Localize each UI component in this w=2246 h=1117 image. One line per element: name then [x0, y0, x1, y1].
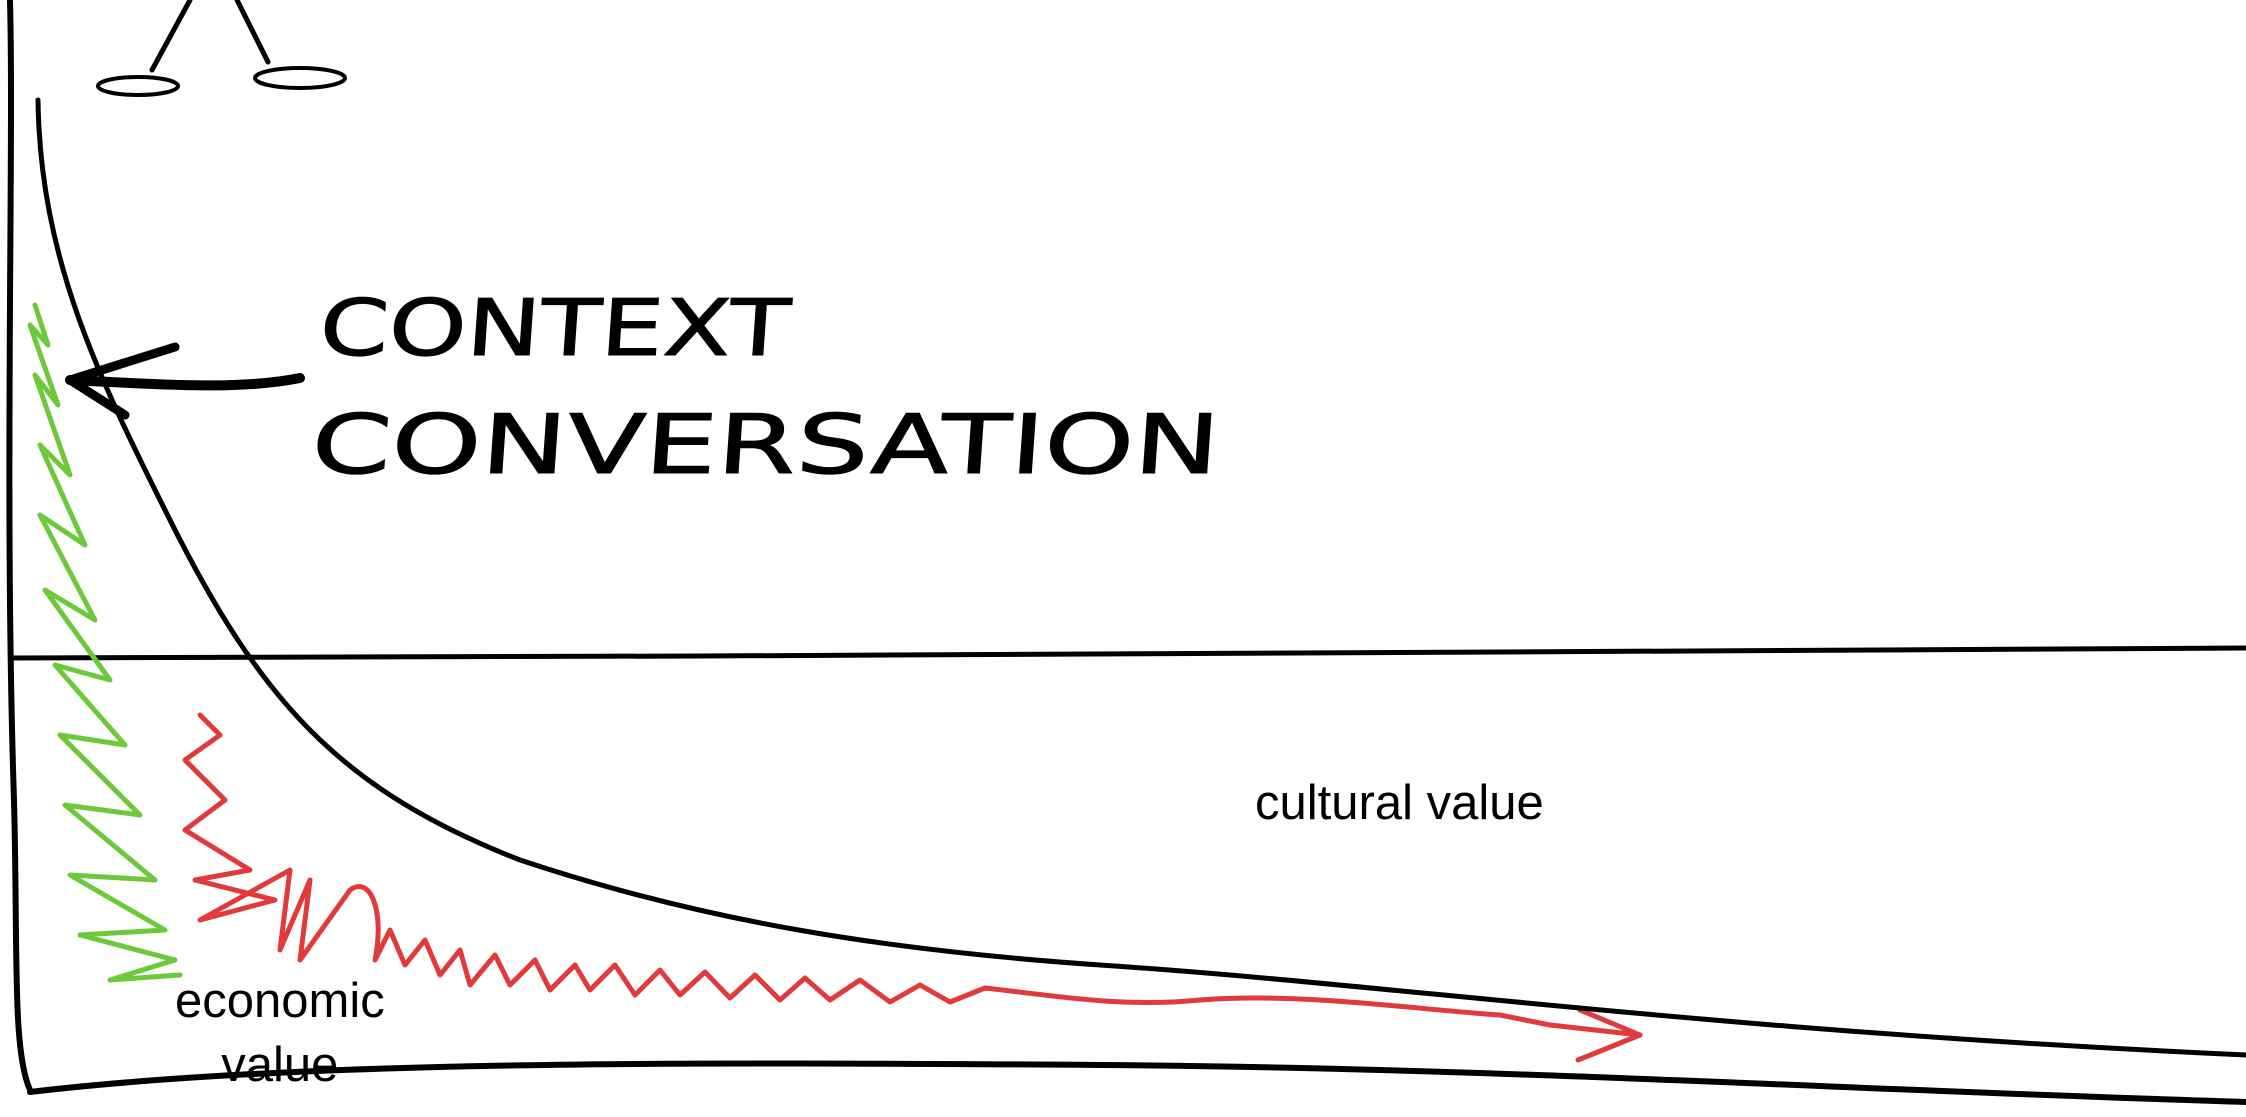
economic-value-label: economic value — [175, 970, 385, 1097]
long-tail-curve — [35, 97, 2246, 1058]
context-conversation-annotation: CONTEXT CONVERSATION — [308, 284, 1224, 494]
bottom-baseline — [27, 1060, 2246, 1105]
annotation-arrow — [65, 373, 305, 391]
left-axis-line — [6, 0, 33, 1093]
economic-value-text-line1: economic — [175, 974, 385, 1028]
annotation-line-conversation: CONVERSATION — [308, 398, 1223, 493]
economic-value-text-line2: value — [221, 1037, 339, 1092]
red-arrow-head — [1575, 1007, 1643, 1063]
red-scribble-area — [182, 712, 1643, 1038]
annotation-line-context: CONTEXT — [317, 284, 794, 374]
horizontal-divider-line — [11, 645, 2246, 661]
green-scribble-area — [27, 302, 183, 983]
annotation-arrow-head — [65, 342, 180, 420]
figure-sketch — [96, 0, 347, 97]
cultural-value-label: cultural value — [1255, 772, 1544, 836]
cultural-value-text: cultural value — [1255, 776, 1544, 830]
